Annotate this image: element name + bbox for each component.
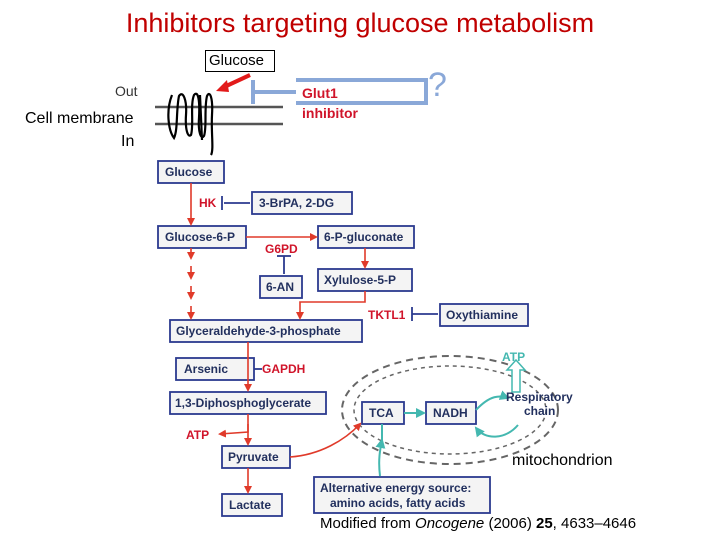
page-title: Inhibitors targeting glucose metabolism (125, 8, 595, 38)
oxythiamine-label: Oxythiamine (446, 308, 519, 322)
lactate-label: Lactate (229, 498, 272, 512)
out-label: Out (115, 83, 138, 99)
mitochondrion-outer (341, 355, 559, 465)
tca-label: TCA (369, 406, 394, 420)
atp-glycolysis-label: ATP (186, 428, 210, 442)
citation-volume: 25 (535, 515, 553, 532)
atp-up-arrow (505, 358, 527, 393)
cell-membrane-lines (155, 105, 283, 126)
gapdh-label: GAPDH (262, 362, 306, 376)
g3p-label: Glyceraldehyde-3-phosphate (176, 324, 341, 338)
glut1-inhibition-bracket (251, 78, 428, 105)
citation-year: (2006) (484, 515, 536, 532)
citation-pages: , 4633–4646 (552, 515, 637, 532)
glut1-label: Glut1 (302, 85, 338, 101)
glucose6p-label: Glucose-6-P (165, 230, 236, 244)
glucose-outside-box (205, 50, 275, 72)
atp-mito-label: ATP (502, 350, 526, 364)
respiratory-label: Respiratory (506, 390, 573, 404)
gluconate-label: 6-P-gluconate (324, 230, 404, 244)
alt-energy-line2: amino acids, fatty acids (330, 496, 466, 510)
inhibitor-label: inhibitor (302, 105, 358, 121)
citation: Modified from Oncogene (2006) 25, 4633–4… (320, 515, 636, 532)
glut1-transporter-icon (167, 92, 214, 156)
citation-journal: Oncogene (415, 515, 485, 532)
in-label: In (121, 133, 135, 150)
arsenic-label: Arsenic (184, 362, 229, 376)
mitochondrial-arrows (375, 390, 519, 477)
xylulose-label: Xylulose-5-P (324, 273, 397, 287)
flow-arrows (187, 183, 369, 494)
hk-label: HK (199, 196, 217, 210)
citation-prefix: Modified from (320, 515, 416, 532)
dpg-label: 1,3-Diphosphoglycerate (175, 396, 312, 410)
alt-energy-line1: Alternative energy source: (320, 481, 472, 495)
brpa-label: 3-BrPA, 2-DG (259, 196, 335, 210)
mitochondrion-inner (353, 365, 547, 455)
glucose-box-label: Glucose (165, 165, 213, 179)
pyruvate-label: Pyruvate (228, 450, 279, 464)
question-mark: ? (428, 66, 447, 104)
pathway-boxes (157, 160, 529, 517)
cell-membrane-label: Cell membrane (25, 110, 134, 127)
nadh-label: NADH (433, 406, 468, 420)
mitochondrion-label: mitochondrion (512, 452, 613, 469)
inhibition-lines (221, 196, 438, 370)
g6pd-label: G6PD (265, 242, 298, 256)
chain-label: chain (524, 404, 556, 418)
glucose-outside-label: Glucose (209, 52, 265, 69)
an-label: 6-AN (266, 280, 295, 294)
tktl1-label: TKTL1 (368, 308, 406, 322)
